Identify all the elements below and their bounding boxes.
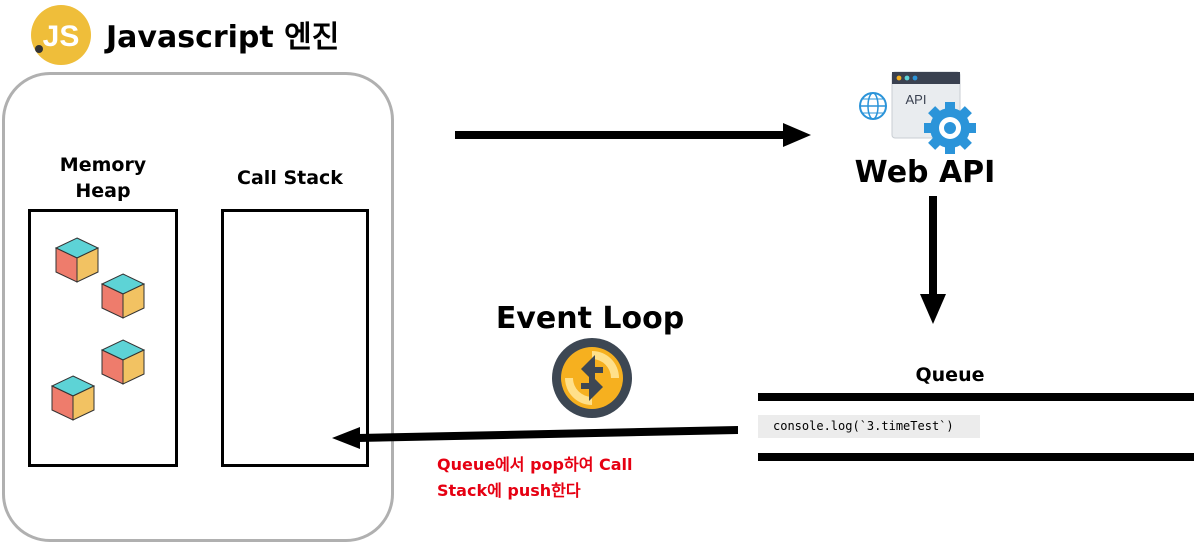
- queue-item: console.log(`3.timeTest`): [758, 415, 980, 438]
- cube-icon: [100, 339, 146, 385]
- call-stack-box: [221, 209, 369, 467]
- cube-icon: [54, 237, 100, 283]
- logo-text: JS: [43, 20, 80, 53]
- web-api-title: Web API: [854, 155, 996, 190]
- pop-push-note: Queue에서 pop하여 Call Stack에 push한다: [437, 455, 633, 500]
- queue-label: Queue: [915, 364, 985, 386]
- memory-heap-label: Memory Heap: [59, 154, 147, 202]
- arrow-to-web-api: [455, 123, 811, 147]
- javascript-logo-icon: JS: [31, 5, 91, 65]
- arrow-to-queue: [920, 196, 946, 324]
- arrow-to-call-stack: [332, 426, 738, 449]
- event-loop-icon: [552, 338, 632, 418]
- call-stack-label: Call Stack: [237, 167, 343, 189]
- cube-icon: [100, 273, 146, 319]
- api-label: API: [906, 92, 927, 107]
- queue-top-border: [758, 393, 1194, 401]
- cube-icon: [50, 375, 96, 421]
- page-title: Javascript 엔진: [106, 20, 340, 55]
- queue-bottom-border: [758, 453, 1194, 461]
- web-api-icon: API: [859, 71, 976, 154]
- memory-heap-box: [28, 209, 178, 467]
- event-loop-title: Event Loop: [495, 301, 685, 336]
